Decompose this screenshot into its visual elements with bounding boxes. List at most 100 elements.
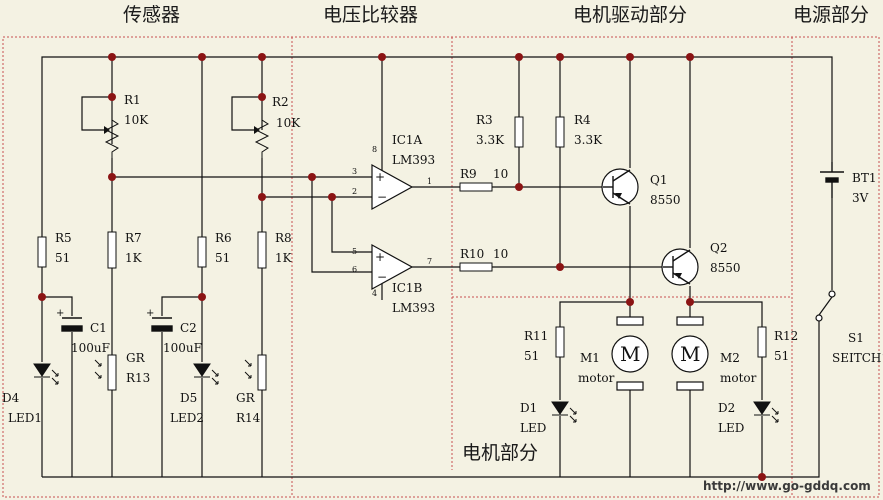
q1-name-label: Q1 — [650, 173, 667, 187]
r10-value-label: 10 — [493, 247, 508, 261]
d2-name-label: D2 — [718, 401, 735, 415]
leds — [33, 363, 771, 416]
r12-name-label: R12 — [774, 329, 798, 343]
section-title-comparator: 电压比较器 — [323, 4, 418, 26]
op-amps — [371, 163, 414, 291]
c1-name-label: C1 — [90, 321, 107, 335]
r2-value-label: 10K — [276, 116, 301, 130]
q2-name-label: Q2 — [710, 241, 727, 255]
r9-value-label: 10 — [493, 167, 508, 181]
resistor-bodies — [37, 116, 767, 358]
r5-value-label: 51 — [55, 251, 70, 265]
svg-text:+: + — [375, 170, 385, 184]
potentiometers — [104, 116, 270, 158]
r3-name-label: R3 — [476, 113, 493, 127]
watermark: http://www.go-gddq.com — [703, 479, 871, 493]
r6-name-label: R6 — [215, 231, 232, 245]
capacitors — [61, 317, 173, 332]
switch — [815, 290, 836, 322]
d5-type-label: LED2 — [170, 411, 204, 425]
light-arrows — [51, 359, 779, 423]
pin-or-symbol-label: 3 — [352, 167, 357, 176]
pin-or-symbol-label: 6 — [352, 265, 357, 274]
transistor-internals — [603, 169, 691, 285]
r1-value-label: 10K — [124, 113, 149, 127]
r7-name-label: R7 — [125, 231, 142, 245]
r8-value-label: 1K — [275, 251, 293, 265]
pin-or-symbol-label: 7 — [427, 257, 432, 266]
component-labels: R1 10K R2 10K R3 3.3K R4 3.3K R5 51 R6 5… — [2, 93, 883, 435]
motors — [611, 316, 709, 391]
r7-value-label: 1K — [125, 251, 143, 265]
svg-text:+: + — [146, 308, 154, 319]
svg-text:−: − — [377, 190, 387, 204]
pin-or-symbol-label: M — [680, 342, 700, 366]
ic1a-name-label: IC1A — [392, 133, 423, 147]
r12-value-label: 51 — [774, 349, 789, 363]
pin-or-symbol-label: 5 — [352, 247, 357, 256]
battery — [820, 162, 844, 198]
junction-dots — [38, 53, 766, 481]
ic1b-name-label: IC1B — [392, 281, 423, 295]
r8-name-label: R8 — [275, 231, 292, 245]
r2-name-label: R2 — [272, 95, 289, 109]
d1-type-label: LED — [520, 421, 546, 435]
op-amp-pin-numbers: 3 2 1 8 5 6 7 4 — [352, 145, 432, 298]
r6-value-label: 51 — [215, 251, 230, 265]
pin-or-symbol-label: 1 — [427, 177, 432, 186]
d4-name-label: D4 — [2, 391, 20, 405]
d1-name-label: D1 — [520, 401, 537, 415]
q1-part-label: 8550 — [650, 193, 681, 207]
transistor-arrows — [615, 193, 682, 279]
section-title-motor-drive: 电机驱动部分 — [573, 4, 687, 26]
c2-name-label: C2 — [180, 321, 197, 335]
m1-name-label: M1 — [580, 351, 600, 365]
pin-or-symbol-label: 4 — [372, 289, 377, 298]
gr2-type-label: GR — [236, 391, 256, 405]
d2-type-label: LED — [718, 421, 744, 435]
ic1b-part-label: LM393 — [392, 301, 435, 315]
svg-text:+: + — [56, 308, 64, 319]
section-title-motor: 电机部分 — [462, 442, 538, 464]
ic1a-part-label: LM393 — [392, 153, 435, 167]
transistors — [601, 168, 699, 286]
r11-value-label: 51 — [524, 349, 539, 363]
svg-text:+: + — [375, 250, 385, 264]
r9-name-label: R9 — [460, 167, 477, 181]
r11-name-label: R11 — [524, 329, 548, 343]
photoresistors — [107, 354, 267, 391]
gr1-name-label: R13 — [126, 371, 150, 385]
r4-value-label: 3.3K — [574, 133, 603, 147]
svg-text:−: − — [377, 270, 387, 284]
pin-or-symbol-label: 2 — [352, 187, 357, 196]
section-title-power: 电源部分 — [793, 4, 869, 26]
r1-name-label: R1 — [124, 93, 141, 107]
c2-value-label: 100uF — [163, 341, 202, 355]
gr1-type-label: GR — [126, 351, 146, 365]
section-borders — [2, 36, 880, 498]
pin-or-symbol-label: M — [620, 342, 640, 366]
r5-name-label: R5 — [55, 231, 72, 245]
m2-type-label: motor — [720, 371, 757, 385]
m1-type-label: motor — [578, 371, 615, 385]
op-amp-signs: + − + − — [375, 170, 387, 284]
capacitor-plus-signs: + + — [56, 308, 154, 319]
s1-name-label: S1 — [848, 331, 864, 345]
section-title-sensor: 传感器 — [123, 4, 180, 26]
q2-part-label: 8550 — [710, 261, 741, 275]
motor-symbols: M M — [620, 342, 700, 366]
r3-value-label: 3.3K — [476, 133, 505, 147]
gr2-name-label: R14 — [236, 411, 261, 425]
s1-type-label: SEITCH1 — [832, 351, 883, 365]
r10-name-label: R10 — [460, 247, 484, 261]
bt1-name-label: BT1 — [852, 171, 876, 185]
d5-name-label: D5 — [180, 391, 197, 405]
pot-wiper-arrows — [104, 126, 260, 134]
m2-name-label: M2 — [720, 351, 740, 365]
r4-name-label: R4 — [574, 113, 591, 127]
c1-value-label: 100uF — [71, 341, 110, 355]
bt1-value-label: 3V — [852, 191, 869, 205]
pin-or-symbol-label: 8 — [372, 145, 377, 154]
d4-type-label: LED1 — [8, 411, 42, 425]
